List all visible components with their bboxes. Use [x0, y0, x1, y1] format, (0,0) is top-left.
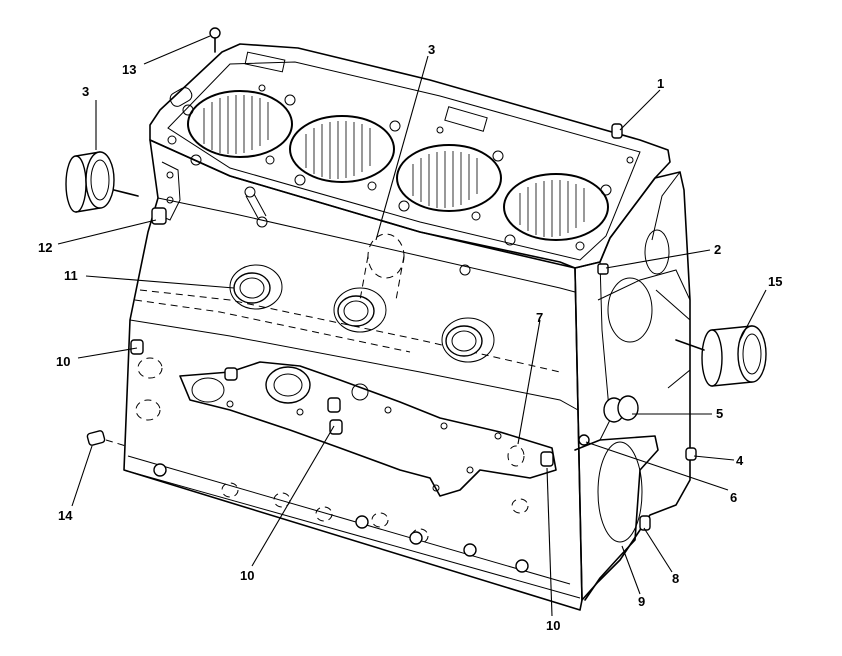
- engine-block: [123, 43, 691, 611]
- callout-2: 2: [714, 242, 721, 257]
- deck-bolt-holes: [167, 51, 634, 251]
- callout-10-right: 10: [546, 618, 560, 633]
- pin-1: [611, 123, 623, 139]
- plug-10-center-a: [327, 397, 341, 413]
- cylinder-bores: [187, 90, 609, 241]
- pin-4: [685, 447, 697, 461]
- callout-labels: 1 2 3 3 4 5 6 7 8 9 10 10 10 11 12 13 14…: [38, 42, 782, 633]
- callout-13: 13: [122, 62, 136, 77]
- front-face-details: [135, 161, 557, 573]
- callout-5: 5: [716, 406, 723, 421]
- callout-3-left: 3: [82, 84, 89, 99]
- plug-10-left: [130, 339, 144, 355]
- cam-bearing-ghost: [359, 233, 405, 301]
- cylinder-bore-3: [396, 144, 502, 212]
- plug-10-center-b: [329, 419, 343, 435]
- callout-15: 15: [768, 274, 782, 289]
- plug-12: [151, 207, 167, 225]
- cam-bearing-left: [65, 151, 139, 213]
- plug-14: [86, 430, 127, 447]
- callout-9: 9: [638, 594, 645, 609]
- loose-parts: [65, 27, 767, 531]
- dowel-pin-13: [209, 27, 221, 53]
- callout-8: 8: [672, 571, 679, 586]
- callout-11: 11: [64, 268, 78, 283]
- dowel-6: [578, 434, 590, 446]
- callout-3-top: 3: [428, 42, 435, 57]
- cam-bearing-boss-3: [441, 317, 495, 363]
- callout-6: 6: [730, 490, 737, 505]
- plug-5: [603, 395, 639, 423]
- callout-1: 1: [657, 76, 664, 91]
- leader-lines: [57, 35, 767, 617]
- cam-bearing-boss-1: [229, 264, 283, 310]
- plug-10-right: [540, 451, 554, 467]
- cylinder-bore-2: [289, 115, 395, 183]
- callout-10-left: 10: [56, 354, 70, 369]
- cylinder-bore-1: [187, 90, 293, 158]
- callout-14: 14: [58, 508, 73, 523]
- stud-8: [639, 515, 651, 531]
- callout-4: 4: [736, 453, 744, 468]
- cam-bearing-boss-2: [333, 287, 387, 333]
- plug-near-cam: [224, 367, 238, 381]
- callout-10-center: 10: [240, 568, 254, 583]
- cam-bearing-right: [675, 325, 767, 387]
- stud-2: [597, 263, 609, 275]
- cylinder-bore-4: [503, 173, 609, 241]
- callout-7: 7: [536, 310, 543, 325]
- callout-12: 12: [38, 240, 52, 255]
